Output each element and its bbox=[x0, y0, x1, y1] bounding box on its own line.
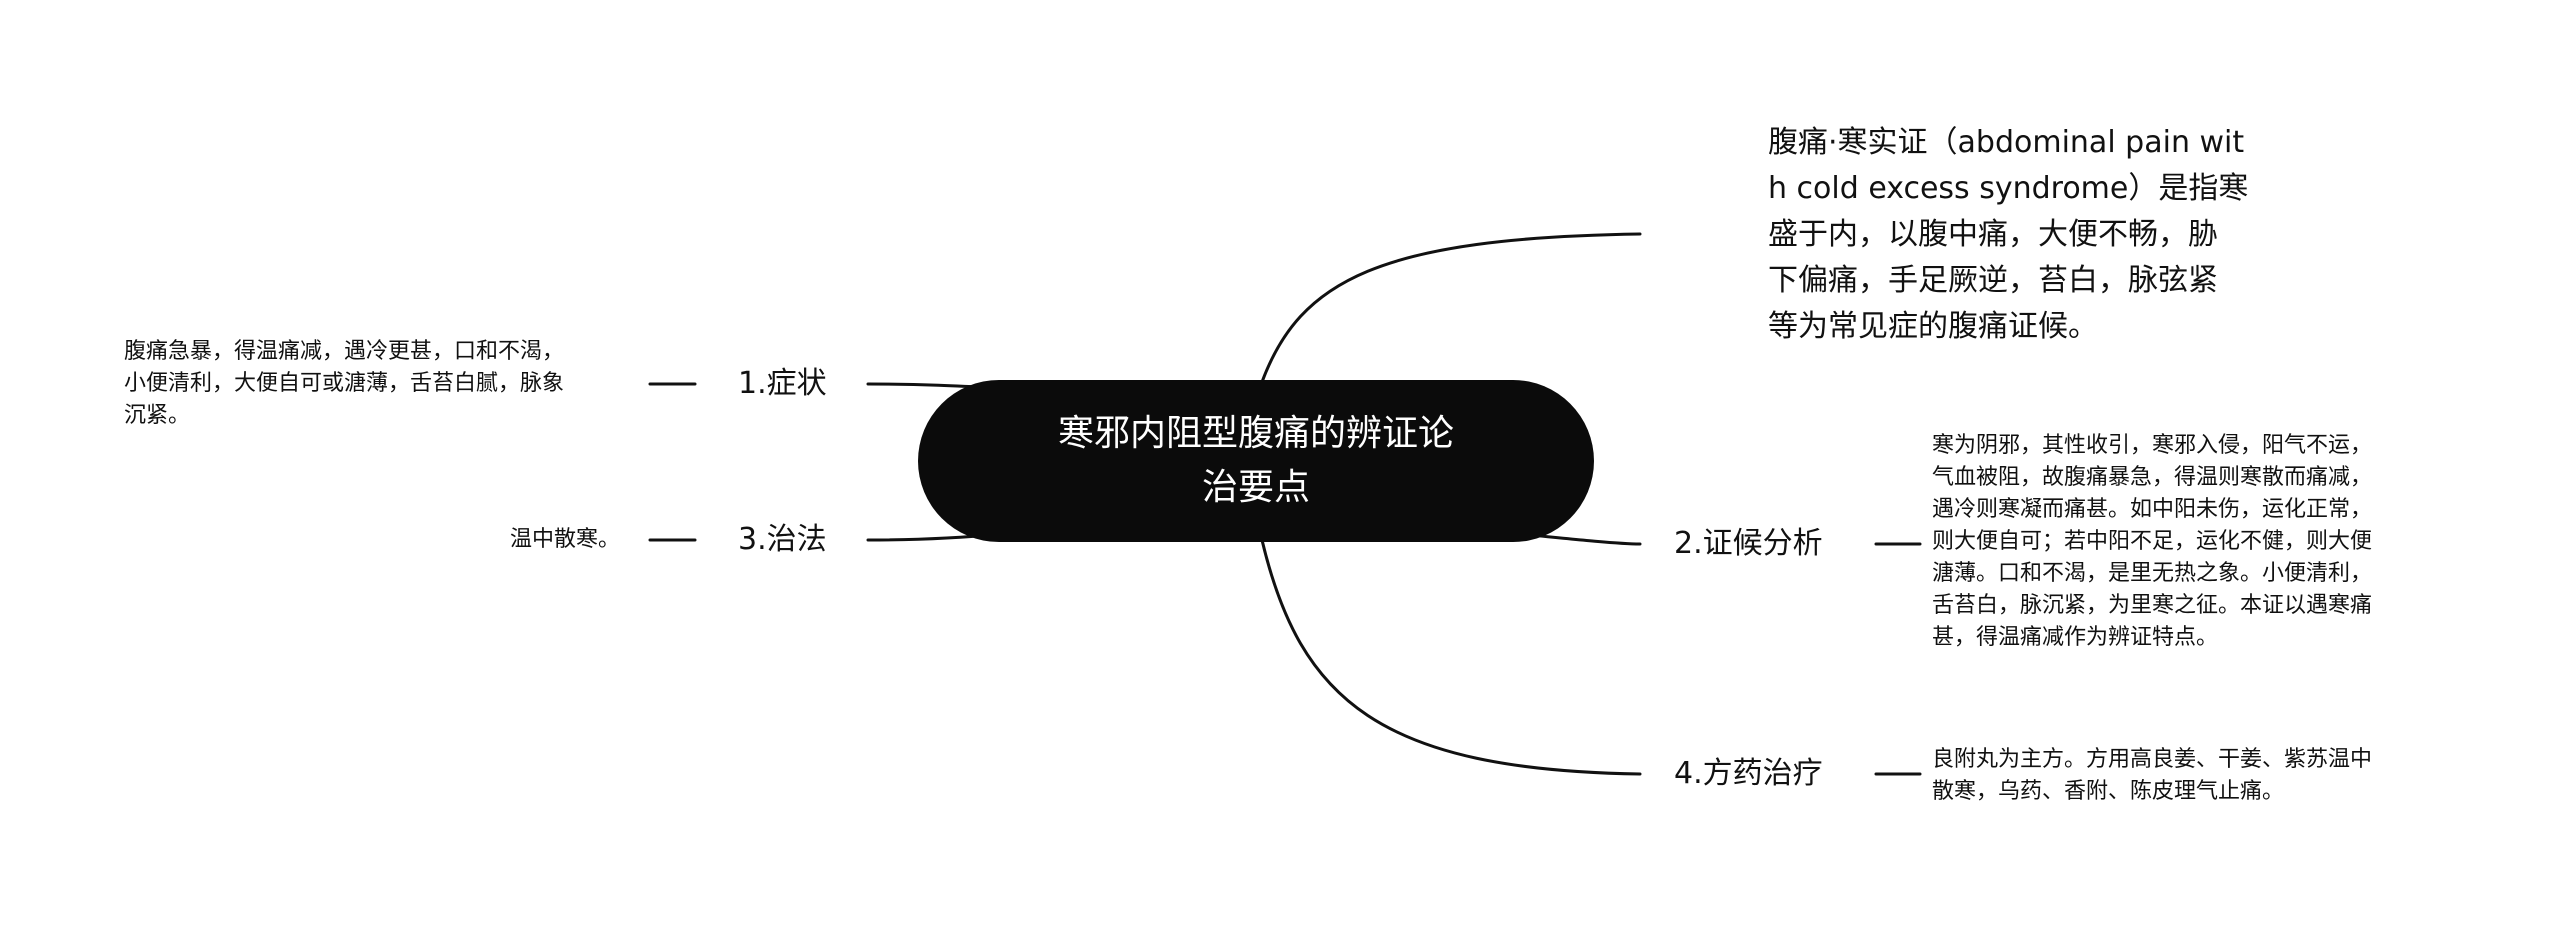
branch-detail-prescription: 良附丸为主方。方用高良姜、干姜、紫苏温中 散寒，乌药、香附、陈皮理气止痛。 bbox=[1932, 747, 2373, 804]
branch-label-syndrome-analysis[interactable]: 2.证候分析 bbox=[1674, 526, 1823, 561]
branch-label-symptoms[interactable]: 1.症状 bbox=[738, 366, 827, 401]
branch-detail-treatment-method: 温中散寒。 bbox=[510, 527, 621, 552]
connector-intro bbox=[1260, 232, 1642, 384]
branch-detail-symptoms: 腹痛急暴，得温痛减，遇冷更甚，口和不渴， 小便清利，大便自可或溏薄，舌苔白腻，脉… bbox=[124, 339, 565, 428]
connector-branch-4 bbox=[1260, 538, 1642, 776]
intro-description: 腹痛·寒实证（abdominal pain wit h cold excess … bbox=[1768, 125, 2249, 344]
branch-label-treatment-method[interactable]: 3.治法 bbox=[738, 522, 827, 557]
central-topic[interactable]: 寒邪内阻型腹痛的辨证论 治要点 bbox=[918, 380, 1594, 542]
branch-detail-syndrome-analysis: 寒为阴邪，其性收引，寒邪入侵，阳气不运， 气血被阻，故腹痛暴急，得温则寒散而痛减… bbox=[1932, 433, 2373, 650]
branch-label-prescription[interactable]: 4.方药治疗 bbox=[1674, 756, 1823, 791]
